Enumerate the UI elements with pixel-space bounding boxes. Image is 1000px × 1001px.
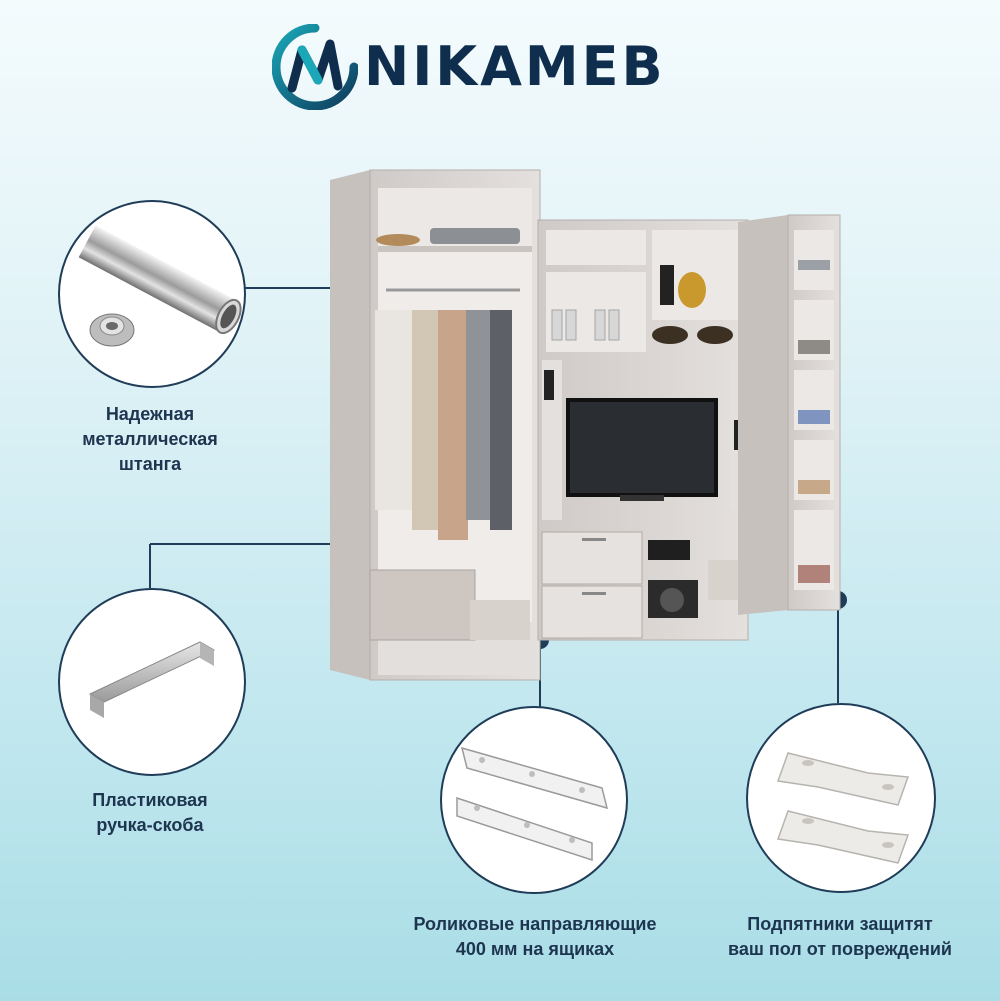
- wall-unit-illustration: [330, 169, 841, 681]
- logo-mark-icon: [272, 24, 358, 110]
- rails-feature-circle: [440, 706, 628, 894]
- rod-feature-circle: [58, 200, 246, 388]
- bracket-handle-icon: [88, 641, 216, 718]
- metal-rod-icon: [78, 225, 242, 347]
- rod-caption: Надежная металлическая штанга: [82, 404, 218, 474]
- rails-caption: Роликовые направляющие 400 мм на ящиках: [413, 914, 657, 959]
- handle-caption: Пластиковая ручка-скоба: [92, 790, 208, 835]
- roller-rails-icon: [456, 746, 609, 862]
- handle-feature-circle: [58, 588, 246, 776]
- pads-caption: Подпятники защитят ваш пол от повреждени…: [728, 914, 952, 959]
- brand-logo: NIKAMEB: [272, 22, 742, 112]
- floor-pads-icon: [776, 752, 910, 864]
- pads-feature-circle: [746, 703, 936, 893]
- brand-name: NIKAMEB: [364, 35, 666, 98]
